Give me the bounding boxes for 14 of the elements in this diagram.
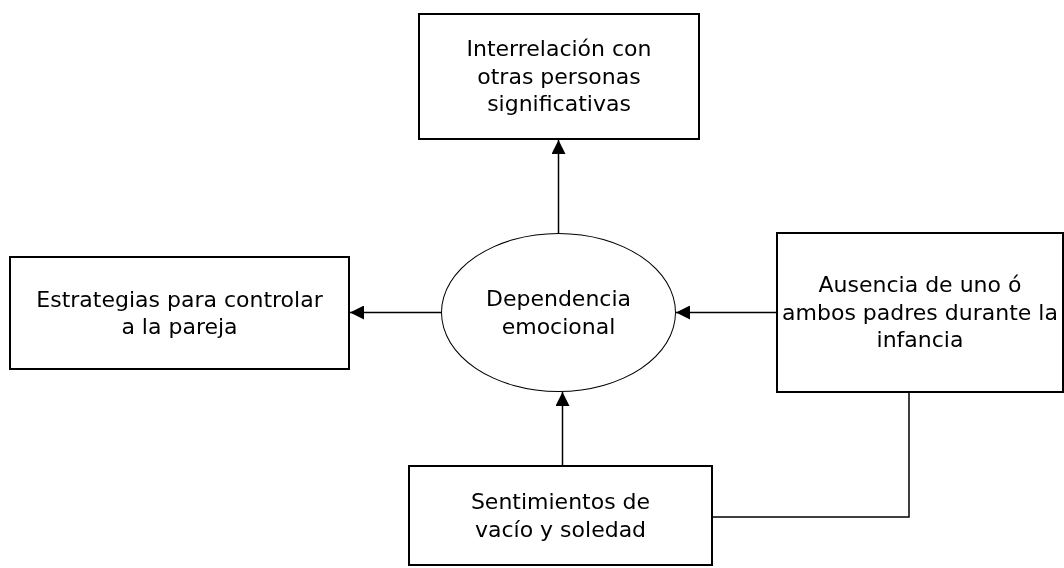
node-label: Dependencia emocional [484,285,633,340]
connector-line [712,392,910,518]
node-label: Sentimientos de vacío y soledad [469,488,652,543]
node-label: Ausencia de uno ó ambos padres durante la infancia [782,271,1058,354]
arrow [551,139,566,234]
process-box [9,256,350,370]
node-label: Interrelación con otras personas significativas [465,35,653,118]
arrow [675,305,777,320]
process-box [776,232,1064,393]
node-label: Estrategias para controlar a la pareja [35,285,324,341]
process-box [408,465,713,566]
process-box [418,13,700,140]
arrow [349,305,442,320]
arrow [555,391,570,466]
